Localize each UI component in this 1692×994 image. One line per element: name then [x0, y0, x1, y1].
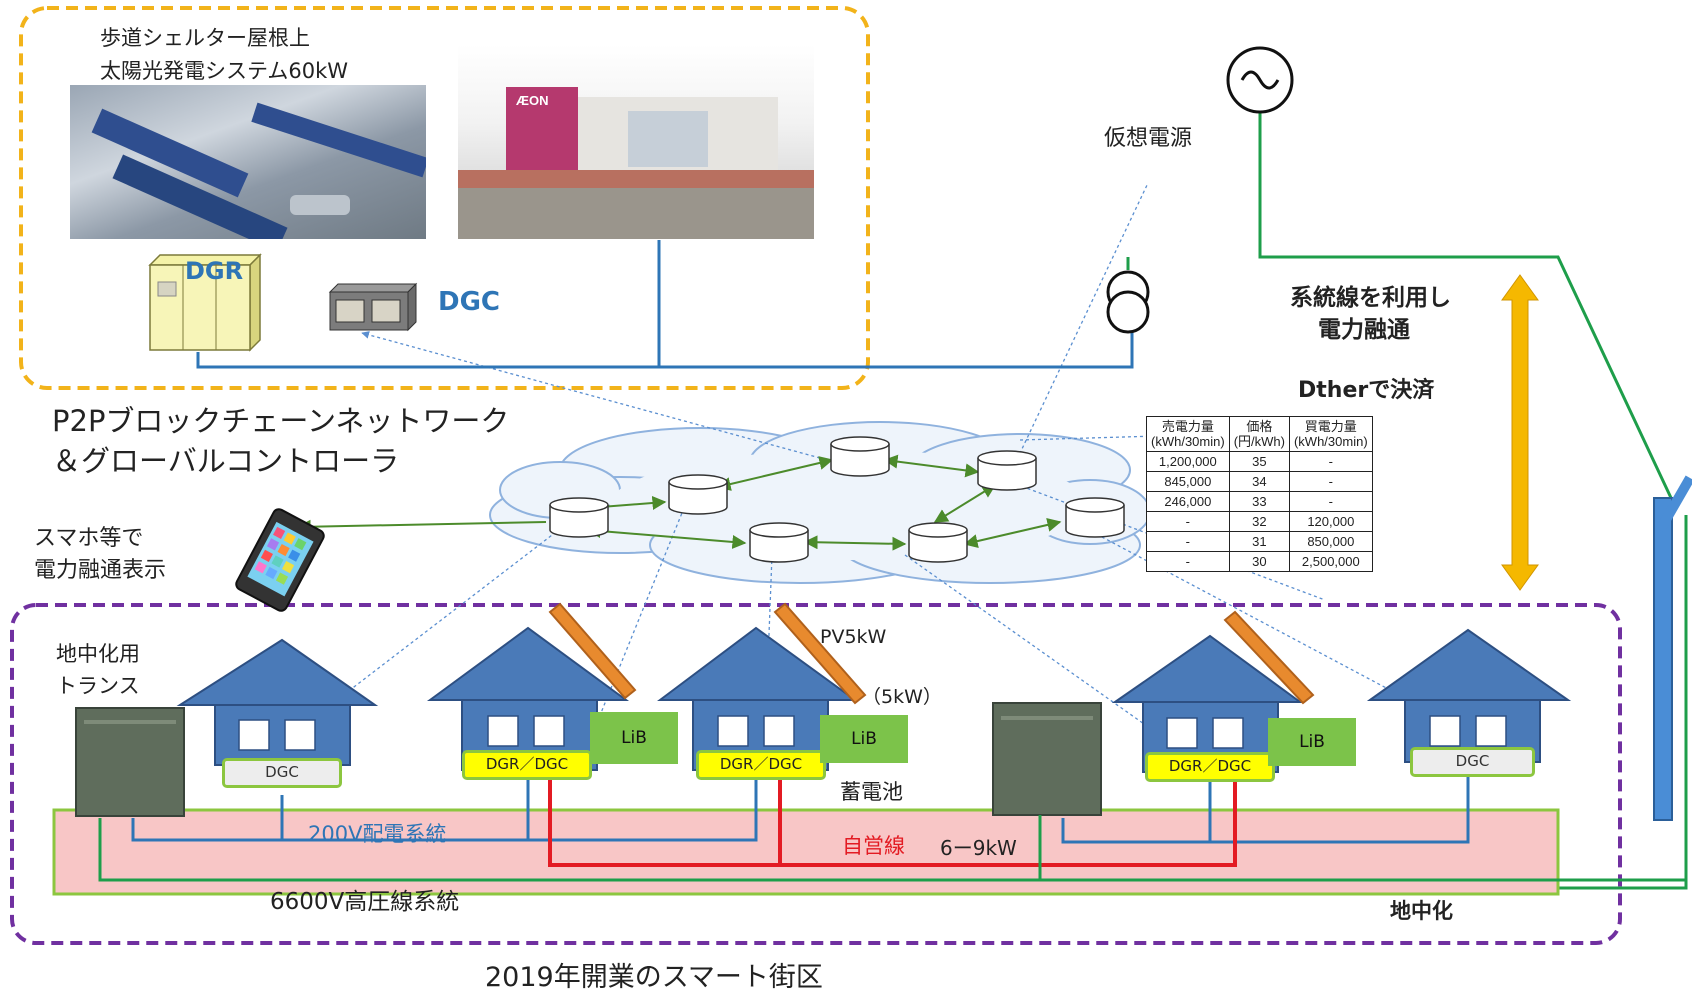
lib-battery-3: LiB	[1268, 718, 1356, 766]
node-5	[749, 522, 809, 563]
grid-trade-label-2: 電力融通	[1318, 317, 1410, 343]
table-cell: 1,200,000	[1146, 451, 1230, 472]
sine-wave	[1240, 70, 1280, 90]
table-cell: 2,500,000	[1288, 551, 1373, 572]
price-table: 売電力量(kWh/30min) 価格(円/kWh) 買電力量(kWh/30min…	[1146, 416, 1373, 572]
battery-label: 蓄電池	[840, 780, 903, 804]
pv-system-label-1: 歩道シェルター屋根上	[100, 26, 310, 50]
lines-200v	[131, 775, 1470, 844]
dgc-box-icon	[328, 282, 418, 332]
house-5	[1366, 628, 1572, 763]
dgr-cabinet-icon	[148, 253, 262, 352]
grid-trade-label-1: 系統線を利用し	[1290, 285, 1451, 311]
table-cell: 34	[1228, 471, 1290, 492]
five-kw-label: （5kW）	[862, 686, 942, 708]
table-cell: 31	[1228, 531, 1290, 552]
virtual-power-label: 仮想電源	[1104, 126, 1193, 151]
table-cell: -	[1146, 551, 1230, 572]
node-4	[977, 450, 1037, 491]
house-windows	[238, 715, 1507, 751]
node-1	[549, 497, 609, 538]
aeon-sign: ÆON	[516, 93, 549, 108]
table-cell: 35	[1228, 451, 1290, 472]
node-7	[1065, 497, 1125, 538]
table-cell: 246,000	[1146, 491, 1230, 512]
grid-green-line	[1258, 112, 1674, 501]
house-1	[176, 638, 379, 766]
aeon-mall-photo: ÆON	[458, 45, 814, 239]
smart-district-frame	[10, 603, 1622, 945]
transformer-label-2: トランス	[56, 674, 140, 698]
pv-system-label-2: 太陽光発電システム60kW	[100, 59, 349, 83]
lines-6600v	[98, 815, 1686, 882]
house-2-controller: DGR／DGC	[462, 750, 592, 780]
pv5kw-label: PV5kW	[820, 626, 887, 648]
node-6	[908, 522, 968, 563]
table-cell: 32	[1228, 511, 1290, 532]
table-cell: 850,000	[1288, 531, 1373, 552]
table-cell: -	[1288, 471, 1373, 492]
table-cell: -	[1146, 511, 1230, 532]
dther-label: Dtherで決済	[1298, 378, 1435, 403]
private-line-label: 自営線	[842, 834, 905, 858]
ground-transformers	[75, 702, 1102, 817]
utility-pole-icon	[1653, 475, 1692, 821]
smartphone-label-2: 電力融通表示	[34, 558, 167, 583]
smartphone-icon	[235, 508, 325, 612]
network-nodes	[549, 436, 1125, 563]
commercial-feeder-line	[196, 318, 1134, 369]
table-cell: -	[1288, 491, 1373, 512]
line-6600v-label: 6600V高圧線系統	[270, 889, 460, 915]
node-3	[830, 436, 890, 477]
header-buy: 買電力量(kWh/30min)	[1288, 416, 1373, 452]
caption-label: 2019年開業のスマート街区	[485, 962, 823, 993]
p2p-label-2: ＆グローバルコントローラ	[52, 444, 400, 478]
underground-label: 地中化	[1390, 899, 1453, 923]
private-red-line	[548, 780, 1237, 867]
house-1-controller: DGC	[222, 758, 342, 788]
p2p-label-1: P2Pブロックチェーンネットワーク	[52, 404, 510, 438]
line-200v-label: 200V配電系統	[308, 822, 447, 846]
price-table-header: 売電力量(kWh/30min) 価格(円/kWh) 買電力量(kWh/30min…	[1146, 416, 1373, 452]
pole-transformer-icon	[1106, 270, 1150, 334]
dgc-label: DGC	[438, 287, 501, 317]
header-sell: 売電力量(kWh/30min)	[1146, 416, 1230, 452]
pv-panels	[548, 602, 1315, 705]
table-cell: 30	[1228, 551, 1290, 572]
table-cell: 845,000	[1146, 471, 1230, 492]
lib-battery-2: LiB	[820, 715, 908, 763]
smartphone-label-1: スマホ等で	[34, 526, 144, 551]
dgr-label: DGR	[185, 257, 244, 285]
table-cell: -	[1146, 531, 1230, 552]
six-nine-kw-label: 6ー9kW	[940, 836, 1017, 860]
table-cell: 33	[1228, 491, 1290, 512]
table-cell: 120,000	[1288, 511, 1373, 532]
house-3-controller: DGR／DGC	[696, 750, 826, 780]
solar-shelter-photo	[70, 85, 426, 239]
node-2	[668, 474, 728, 515]
power-exchange-arrow	[1501, 274, 1539, 591]
commercial-area-frame	[19, 6, 870, 390]
p2p-arrows	[296, 454, 1062, 551]
house-5-controller: DGC	[1410, 747, 1535, 777]
table-cell: -	[1288, 451, 1373, 472]
header-price: 価格(円/kWh)	[1228, 416, 1290, 452]
grid-green-line-3	[1510, 515, 1688, 890]
house-4-controller: DGR／DGC	[1145, 752, 1275, 782]
lib-battery-1: LiB	[590, 712, 678, 764]
transformer-label-1: 地中化用	[56, 642, 140, 666]
